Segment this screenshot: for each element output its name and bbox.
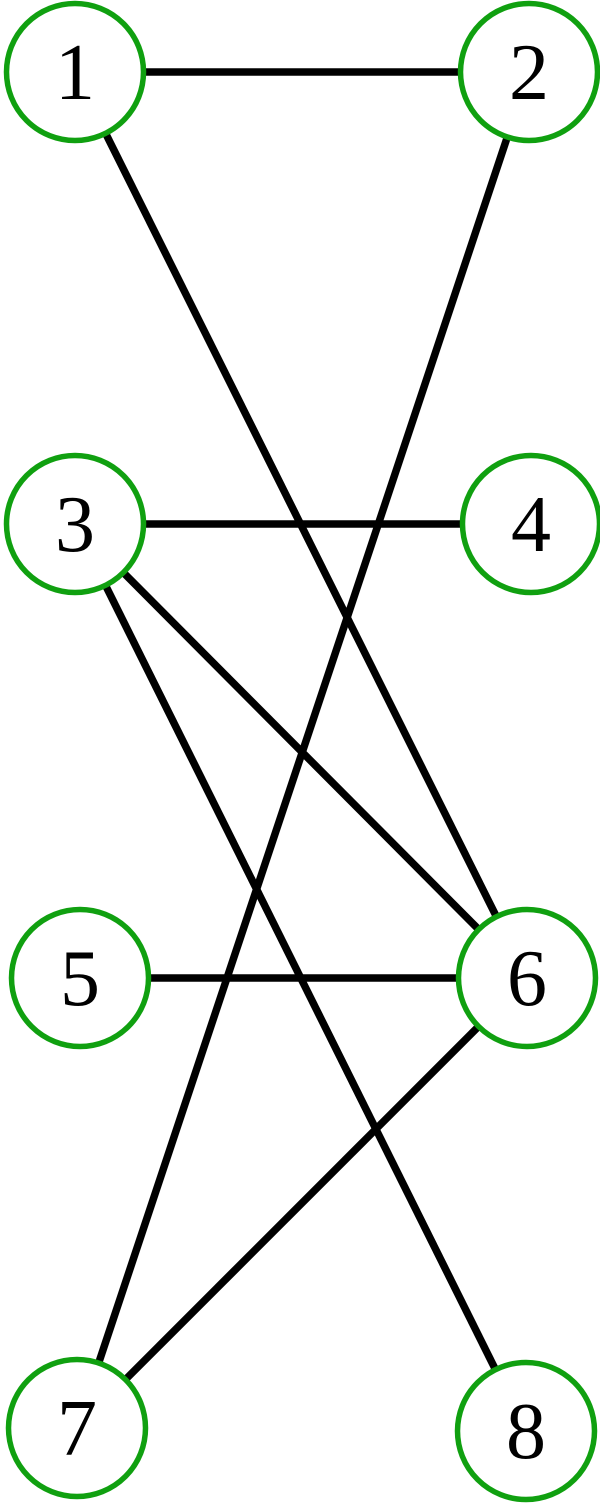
- node-5: 5: [8, 906, 152, 1050]
- node-1-label: 1: [55, 29, 95, 117]
- node-8-circle: [454, 1359, 598, 1503]
- node-4-label: 4: [511, 481, 551, 569]
- node-6: 6: [455, 906, 599, 1050]
- node-6-circle: [455, 906, 599, 1050]
- node-4: 4: [459, 452, 600, 596]
- node-2: 2: [457, 0, 600, 144]
- node-3-circle: [3, 452, 147, 596]
- node-5-label: 5: [60, 935, 100, 1023]
- edge-1-6: [71, 70, 531, 980]
- node-7-label: 7: [57, 1385, 97, 1473]
- node-1-circle: [3, 0, 147, 144]
- node-8: 8: [454, 1359, 598, 1503]
- node-1: 1: [3, 0, 147, 144]
- node-7-circle: [5, 1356, 149, 1500]
- edge-6-7: [74, 975, 530, 1431]
- node-6-label: 6: [507, 935, 547, 1023]
- node-8-label: 8: [506, 1388, 546, 1476]
- node-2-label: 2: [509, 29, 549, 117]
- edge-3-6: [72, 521, 530, 981]
- node-5-circle: [8, 906, 152, 1050]
- node-7: 7: [5, 1356, 149, 1500]
- edge-3-8: [71, 522, 530, 1433]
- node-2-circle: [457, 0, 600, 144]
- node-3: 3: [3, 452, 147, 596]
- node-3-label: 3: [55, 481, 95, 569]
